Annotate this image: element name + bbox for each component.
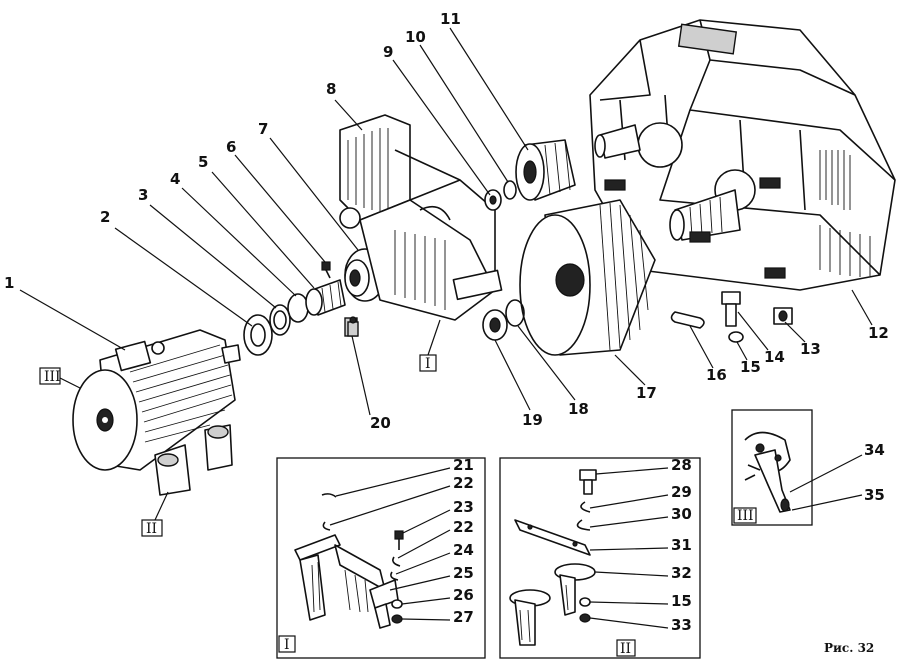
callout-4: 4 — [170, 170, 180, 188]
callout-18: 18 — [568, 400, 589, 418]
inset-III-callout-34: 34 — [864, 441, 885, 459]
callout-20: 20 — [370, 414, 391, 432]
bearing — [269, 304, 291, 336]
callout-14: 14 — [764, 348, 785, 366]
inset-III-callout-35: 35 — [864, 486, 885, 504]
inset-I-callout-21: 21 — [453, 456, 474, 474]
gearbox-housing — [589, 19, 896, 291]
spacer-ring — [505, 299, 525, 327]
inset-III: 34 35 III — [731, 409, 885, 526]
washer — [503, 180, 517, 200]
drum-bearing — [482, 309, 508, 341]
view-tag-frame: I — [425, 356, 431, 372]
view-tag-motor-end: III — [44, 369, 61, 385]
inset-II-callout-32: 32 — [671, 564, 692, 582]
callout-5: 5 — [198, 153, 208, 171]
anchor-bolt — [721, 291, 741, 327]
inset-II-callout-33: 33 — [671, 616, 692, 634]
grease-fitting — [347, 316, 359, 337]
inset-II-callout-15: 15 — [671, 592, 692, 610]
inset-I-callout-27: 27 — [453, 608, 474, 626]
inset-II-tag: II — [620, 641, 631, 657]
callout-12: 12 — [868, 324, 889, 342]
bolt — [321, 261, 331, 279]
retaining-ring — [287, 293, 309, 323]
electric-motor — [72, 329, 241, 496]
callout-6: 6 — [226, 138, 236, 156]
inset-III-tag: III — [737, 508, 754, 524]
inset-I-callout-26: 26 — [453, 586, 474, 604]
inset-I-tag: I — [284, 637, 290, 653]
callout-8: 8 — [326, 80, 336, 98]
callout-7: 7 — [258, 120, 268, 138]
callout-11: 11 — [440, 10, 461, 28]
inset-II-callout-31: 31 — [671, 536, 692, 554]
callout-13: 13 — [800, 340, 821, 358]
inset-II-callout-28: 28 — [671, 456, 692, 474]
callout-10: 10 — [405, 28, 426, 46]
shoe-brake-assembly — [339, 114, 503, 321]
winding-drum — [519, 199, 656, 356]
inset-I-callout-22a: 22 — [453, 474, 474, 492]
callout-numbers: 1 2 3 4 5 6 7 8 9 10 11 12 13 14 15 16 1… — [4, 10, 889, 432]
seal-plate — [243, 314, 273, 356]
anchor-washer — [728, 331, 744, 343]
inset-I-callout-22b: 22 — [453, 518, 474, 536]
key — [670, 311, 705, 329]
inset-II: 28 29 30 31 32 15 33 II — [499, 456, 701, 659]
inset-I: 21 22 23 22 24 25 26 27 I — [276, 456, 486, 659]
figure-caption: Рис. 32 — [824, 641, 874, 655]
leader-lines — [19, 27, 873, 416]
inset-II-callout-30: 30 — [671, 505, 692, 523]
inset-II-callout-29: 29 — [671, 483, 692, 501]
coupling-half — [305, 279, 346, 316]
callout-9: 9 — [383, 43, 393, 61]
gear-coupling — [515, 139, 576, 201]
callout-19: 19 — [522, 411, 543, 429]
view-tag-motor-foot: II — [146, 521, 157, 537]
nut — [484, 189, 502, 211]
view-tags: III II I — [39, 319, 441, 537]
inset-I-callout-24: 24 — [453, 541, 474, 559]
callout-17: 17 — [636, 384, 657, 402]
callout-3: 3 — [138, 186, 148, 204]
callout-2: 2 — [100, 208, 110, 226]
callout-1: 1 — [4, 274, 14, 292]
callout-16: 16 — [706, 366, 727, 384]
inset-I-callout-25: 25 — [453, 564, 474, 582]
anchor-nut — [773, 307, 793, 325]
inset-I-callout-23: 23 — [453, 498, 474, 516]
callout-15: 15 — [740, 358, 761, 376]
